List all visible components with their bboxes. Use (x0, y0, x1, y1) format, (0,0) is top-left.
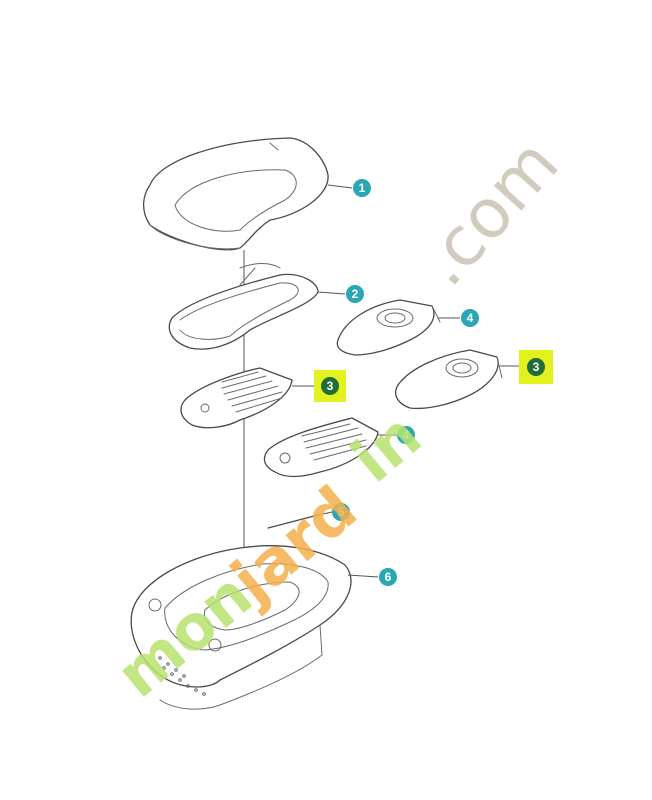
part-grille-left (180, 367, 293, 429)
callout-3-left: 3 (314, 370, 346, 402)
callout-1-circle (353, 179, 371, 197)
callout-3-right-label: 3 (533, 360, 540, 374)
callout-1-label: 1 (359, 181, 366, 195)
part-grille-lower (263, 417, 379, 478)
callout-3-left-circle (321, 377, 339, 395)
callout-2-label: 2 (352, 287, 359, 301)
callout-3-left-label: 3 (327, 379, 334, 393)
callout-6: 6 (379, 568, 397, 586)
callout-4-upper-label: 4 (467, 311, 474, 325)
callout-4-upper: 4 (461, 309, 479, 327)
part-top-cover (142, 137, 329, 251)
callout-4-upper-circle (461, 309, 479, 327)
callout-4-lower-label: 4 (403, 428, 410, 442)
callout-4-lower-circle (397, 426, 415, 444)
callout-6-circle (379, 568, 397, 586)
part-mower-body (130, 545, 352, 710)
callout-6-label: 6 (385, 570, 392, 584)
watermark-suffix: .com (404, 125, 574, 302)
callout-3-right-circle (527, 358, 545, 376)
part-frame-ring (168, 263, 319, 350)
leader-lines (292, 184, 522, 578)
part-lid-upper (336, 299, 441, 356)
callout-1: 1 (353, 179, 371, 197)
callouts: 1 2 3 3 4 4 5 6 (314, 179, 553, 586)
callout-5-label: 5 (338, 505, 345, 519)
callout-3-right: 3 (519, 350, 553, 384)
callout-5-circle (332, 503, 350, 521)
callout-2: 2 (346, 285, 364, 303)
part-lid-right (395, 349, 503, 410)
part-slim-bar (267, 514, 319, 529)
watermark-part-three: in (338, 399, 435, 497)
callout-5: 5 (332, 503, 350, 521)
callout-4-lower: 4 (397, 426, 415, 444)
callout-2-circle (346, 285, 364, 303)
